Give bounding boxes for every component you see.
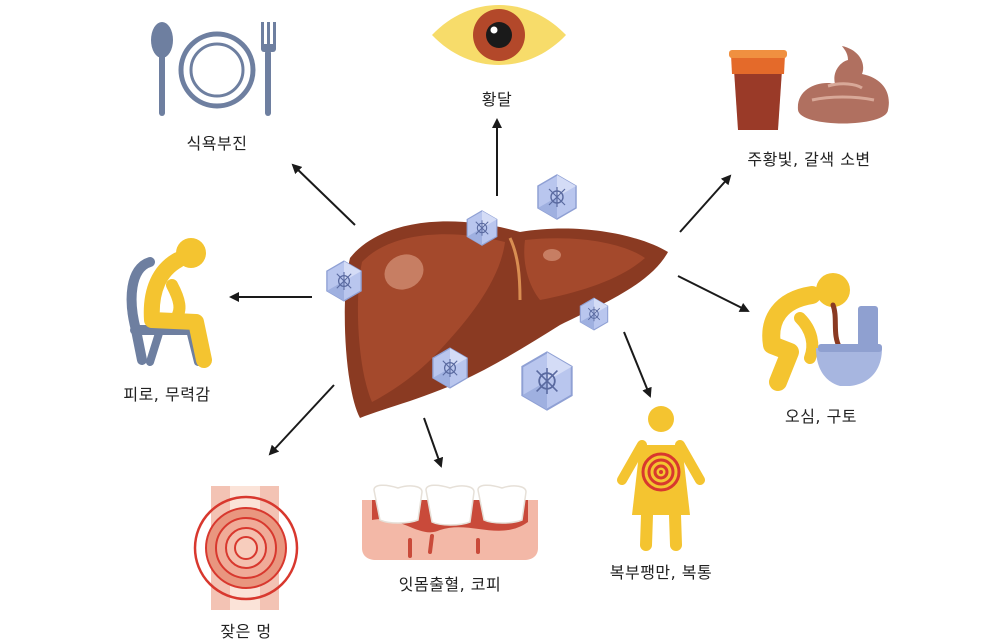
label-nausea: 오심, 구토 bbox=[784, 407, 858, 426]
vomit-person-icon bbox=[762, 273, 882, 391]
virus-particle bbox=[521, 351, 573, 411]
virus-particle bbox=[537, 174, 577, 220]
tired-person-icon bbox=[126, 238, 212, 368]
label-fatigue: 피로, 무력감 bbox=[123, 385, 211, 404]
label-bruising: 잦은 멍 bbox=[220, 622, 272, 641]
tableware-icon bbox=[151, 22, 276, 116]
liver-illustration bbox=[344, 221, 668, 418]
gum-bleeding-icon bbox=[362, 484, 538, 560]
arrows bbox=[229, 118, 750, 468]
abdominal-pain-icon bbox=[617, 406, 705, 551]
label-appetite-loss: 식욕부진 bbox=[186, 134, 248, 153]
arrow-to-nausea bbox=[677, 275, 750, 312]
arrow-to-gums bbox=[423, 417, 444, 468]
label-jaundice: 황달 bbox=[481, 90, 513, 109]
label-abdominal: 복부팽만, 복통 bbox=[609, 563, 713, 582]
label-dark-urine: 주황빛, 갈색 소변 bbox=[747, 150, 871, 169]
arrow-to-abdomen bbox=[623, 331, 652, 398]
arrow-to-bruise bbox=[268, 384, 335, 456]
urine-stool-icon bbox=[729, 46, 889, 130]
eye-icon bbox=[432, 5, 566, 65]
label-gum-bleeding: 잇몸출혈, 코피 bbox=[398, 575, 502, 594]
bruise-icon bbox=[193, 486, 299, 610]
arrow-to-appetite bbox=[291, 163, 356, 226]
arrow-to-urine bbox=[679, 174, 732, 233]
